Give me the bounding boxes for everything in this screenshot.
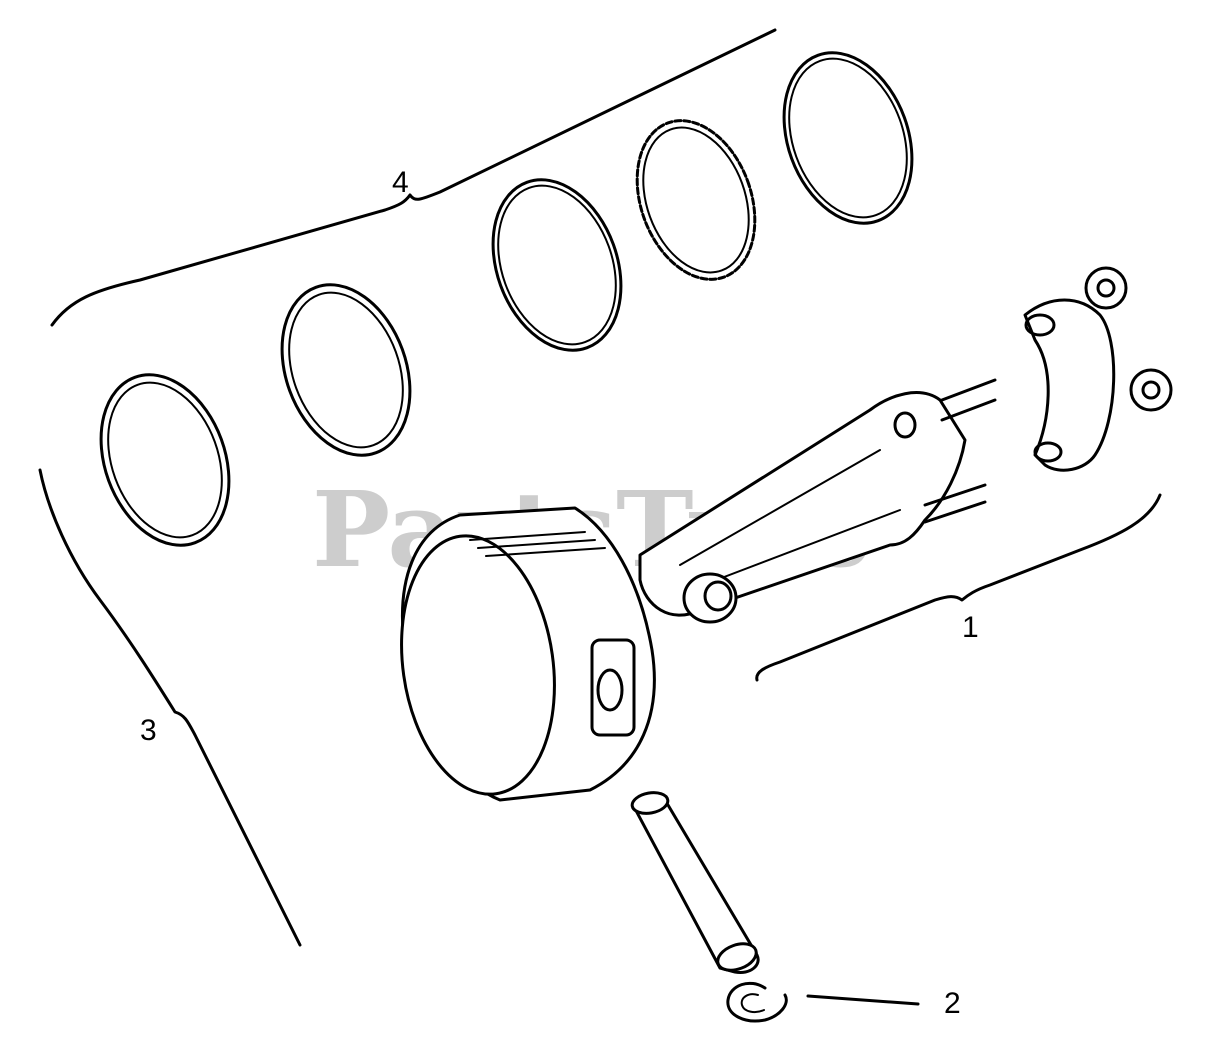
piston-icon	[400, 506, 656, 802]
callout-3-bracket	[38, 468, 302, 947]
rod-bolt-upper	[940, 378, 997, 422]
callout-1-bracket	[755, 493, 1162, 682]
rod-bolt-lower	[923, 483, 987, 524]
connecting-rod-icon	[638, 378, 997, 624]
piston-pin-retainer-clip-icon	[726, 981, 788, 1023]
callout-label-4: 4	[392, 166, 409, 199]
rod-nut-upper-icon	[1084, 266, 1128, 310]
rod-nut-lower-icon	[1129, 368, 1173, 412]
callout-4-bracket	[50, 28, 777, 327]
oil-control-ring-icon	[782, 51, 914, 225]
oil-ring-expander-icon	[635, 119, 757, 281]
piston-ring-2-icon	[280, 283, 412, 457]
piston-ring-1-icon	[99, 373, 231, 547]
callout-label-2: 2	[944, 987, 961, 1020]
piston-ring-3-icon	[491, 178, 623, 352]
callout-2-leader	[806, 994, 920, 1006]
callout-label-3: 3	[140, 714, 157, 747]
callout-label-1: 1	[962, 611, 979, 644]
piston-pin-icon	[630, 791, 760, 975]
rod-cap-icon	[1023, 298, 1116, 472]
piston-ring-set-icon	[99, 51, 914, 547]
